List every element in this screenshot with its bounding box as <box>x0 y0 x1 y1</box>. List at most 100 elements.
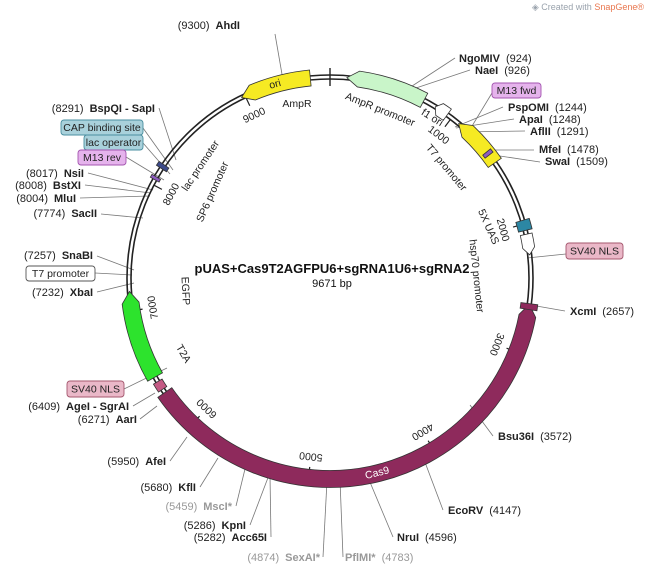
restriction-site: (6271)AarI <box>78 414 137 426</box>
restriction-site: AflII (1291) <box>530 126 589 138</box>
callout-label: CAP binding site <box>63 122 141 134</box>
site-leader <box>339 479 344 558</box>
site-position: (6271) <box>78 414 110 426</box>
site-leader <box>139 405 158 420</box>
site-name: AfeI <box>145 456 166 468</box>
callout-box <box>77 149 127 166</box>
tick-mark <box>153 184 163 190</box>
site-leader <box>366 474 394 538</box>
plasmid-size: 9671 bp <box>312 278 352 290</box>
restriction-site: (7257)SnaBI <box>24 250 93 262</box>
site-name: SnaBI <box>62 250 93 262</box>
site-position: (6409) <box>28 401 60 413</box>
tick-label: 3000 <box>487 331 507 357</box>
site-name: MfeI <box>539 144 561 156</box>
callout-label: SV40 NLS <box>570 245 619 257</box>
restriction-site: (5286)KpnI <box>184 520 246 532</box>
feature-arc-label: ori <box>268 77 283 92</box>
feature-arc <box>155 160 170 173</box>
restriction-site: (8017)NsiI <box>26 168 84 180</box>
feature-arc <box>152 378 168 393</box>
restriction-site: (7774) SacII <box>34 208 97 220</box>
site-name: NruI <box>397 532 419 544</box>
callout-box <box>565 242 624 260</box>
restriction-site: XcmI(2657) <box>570 306 634 318</box>
site-name: MluI <box>54 193 76 205</box>
restriction-site: PspOMI(1244) <box>508 102 587 114</box>
feature-arc <box>157 303 537 488</box>
site-position: (4596) <box>425 532 457 544</box>
callout-label: T7 promoter <box>32 268 90 280</box>
restriction-site: Bsu36I(3572) <box>498 431 572 443</box>
callout-box <box>25 265 96 282</box>
snapgene-logo-icon: ◈ <box>531 2 539 12</box>
site-position: (4147) <box>489 505 521 517</box>
site-name: SacII <box>71 208 97 220</box>
feature-label: hsp70 promoter <box>466 239 486 314</box>
restriction-site: (8291)BspQI - SapI <box>52 103 155 115</box>
feature-label: AmpR <box>282 98 312 110</box>
site-name: AflII <box>530 126 551 138</box>
restriction-site: EcoRV (4147) <box>448 505 521 517</box>
site-leader <box>235 468 246 507</box>
site-name: BspQI - SapI <box>90 103 155 115</box>
restriction-site: NaeI(926) <box>475 65 530 77</box>
site-name: Acc65I <box>232 532 267 544</box>
feature-arc <box>482 148 494 159</box>
feature-arc <box>121 290 164 382</box>
site-name: MscI* <box>203 501 232 513</box>
site-leader <box>249 474 270 526</box>
tick-label: 8000 <box>161 181 183 207</box>
callout-label: lac operator <box>86 137 142 149</box>
site-name: PspOMI <box>508 102 549 114</box>
site-leader <box>84 184 152 194</box>
site-leader <box>169 436 188 462</box>
site-position: (1291) <box>557 126 589 138</box>
site-position: (7774) <box>34 208 66 220</box>
site-name: EcoRV <box>448 505 484 517</box>
feature-arc-label: Cas9 <box>364 464 391 481</box>
feature-label: EGFP <box>178 276 191 305</box>
site-leader <box>96 282 135 293</box>
restriction-site: NgoMIV(924) <box>459 53 532 65</box>
restriction-site: (4874)SexAI* <box>247 552 320 564</box>
feature-arc <box>346 70 429 108</box>
site-name: BstXI <box>53 180 81 192</box>
site-position: (8008) <box>15 180 47 192</box>
site-position: (8004) <box>16 193 48 205</box>
callout-label: M13 rev <box>83 152 122 164</box>
feature-arc <box>240 69 312 101</box>
credit-brand: SnapGene® <box>594 2 644 12</box>
site-name: XcmI <box>570 306 596 318</box>
site-name: SexAI* <box>285 552 321 564</box>
site-position: (4783) <box>382 552 414 564</box>
site-position: (3572) <box>540 431 572 443</box>
restriction-site: SwaI (1509) <box>545 156 608 168</box>
restriction-site: (8004) MluI <box>16 193 76 205</box>
callout-box <box>66 380 125 398</box>
site-position: (5680) <box>140 482 172 494</box>
site-position: (1248) <box>549 114 581 126</box>
site-name: XbaI <box>70 287 93 299</box>
restriction-sites: (9300)AhdINgoMIV(924)NaeI(926)PspOMI(124… <box>15 20 634 564</box>
site-position: (7232) <box>32 287 64 299</box>
site-position: (5286) <box>184 520 216 532</box>
callout-label: M13 fwd <box>497 85 537 97</box>
site-name: NgoMIV <box>459 53 501 65</box>
restriction-site: (5950)AfeI <box>107 456 166 468</box>
restriction-site: PflMI*(4783) <box>345 552 413 564</box>
credit-text: Created with <box>541 2 592 12</box>
site-name: AgeI - SgrAI <box>66 401 129 413</box>
site-leader <box>132 392 156 407</box>
restriction-site: (7232) XbaI <box>32 287 93 299</box>
site-position: (926) <box>504 65 530 77</box>
restriction-site: NruI (4596) <box>397 532 457 544</box>
feature-label: T2A <box>173 343 193 366</box>
site-position: (1509) <box>576 156 608 168</box>
tick-label: 9000 <box>241 105 267 126</box>
site-name: SwaI <box>545 156 570 168</box>
site-name: AhdI <box>216 20 240 32</box>
restriction-site: MfeI(1478) <box>539 144 599 156</box>
